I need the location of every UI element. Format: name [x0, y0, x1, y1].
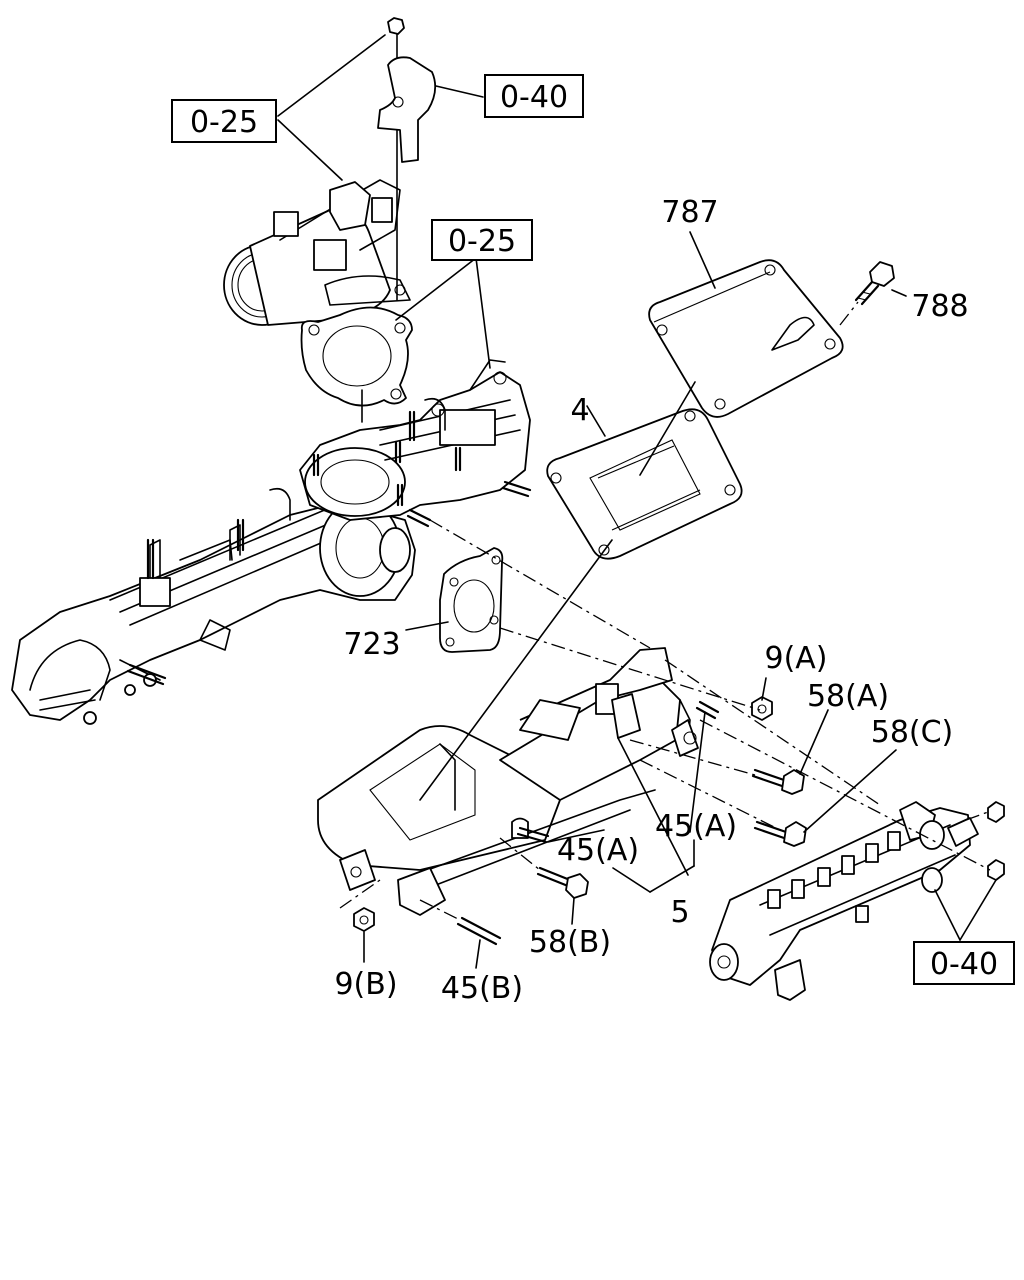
ref-box-0-40-top: [484, 74, 584, 118]
hardware-bolts: [353, 696, 807, 946]
label-723: 723: [343, 627, 400, 662]
manifold-plenum: [299, 359, 531, 521]
label-58c: 58(C): [871, 715, 954, 750]
fuel-rail: [709, 801, 1005, 1001]
intake-manifold: [11, 469, 429, 725]
label-4: 4: [570, 393, 589, 428]
label-45a-right: 45(A): [655, 809, 737, 844]
cover-plate-787: [648, 259, 844, 418]
throttle-body: [223, 179, 411, 326]
callout-labels: 0-25 0-40 0-25 0-40 787 788 4 723 9(A) 5…: [171, 74, 1015, 1006]
label-45a-left: 45(A): [557, 833, 639, 868]
label-9b: 9(B): [334, 967, 397, 1002]
support-bracket: [317, 647, 699, 916]
injector-ports: [767, 831, 901, 923]
nut-9b: [353, 907, 375, 932]
ref-box-0-25-mid: [431, 219, 533, 261]
label-787: 787: [661, 195, 718, 230]
label-788: 788: [911, 289, 968, 324]
ref-box-0-40-bottom: [913, 941, 1015, 985]
gasket-723: [439, 547, 504, 653]
leader-lines: [277, 34, 997, 969]
label-45b: 45(B): [441, 971, 523, 1006]
throttle-bracket: [377, 17, 437, 301]
label-58b: 58(B): [529, 925, 611, 960]
ref-0-25-top: 0-25: [190, 105, 258, 140]
ref-box-0-25-top: [171, 99, 277, 143]
ref-0-40-top: 0-40: [500, 80, 568, 115]
bolt-788: [854, 261, 895, 306]
gasket-4: [546, 408, 743, 560]
throttle-gasket: [300, 306, 413, 407]
label-58a: 58(A): [807, 679, 889, 714]
ref-0-40-bottom: 0-40: [930, 947, 998, 982]
manifold-studs: [126, 410, 532, 686]
ref-0-25-mid: 0-25: [448, 224, 516, 259]
label-5: 5: [670, 895, 689, 930]
label-9a: 9(A): [764, 641, 827, 676]
